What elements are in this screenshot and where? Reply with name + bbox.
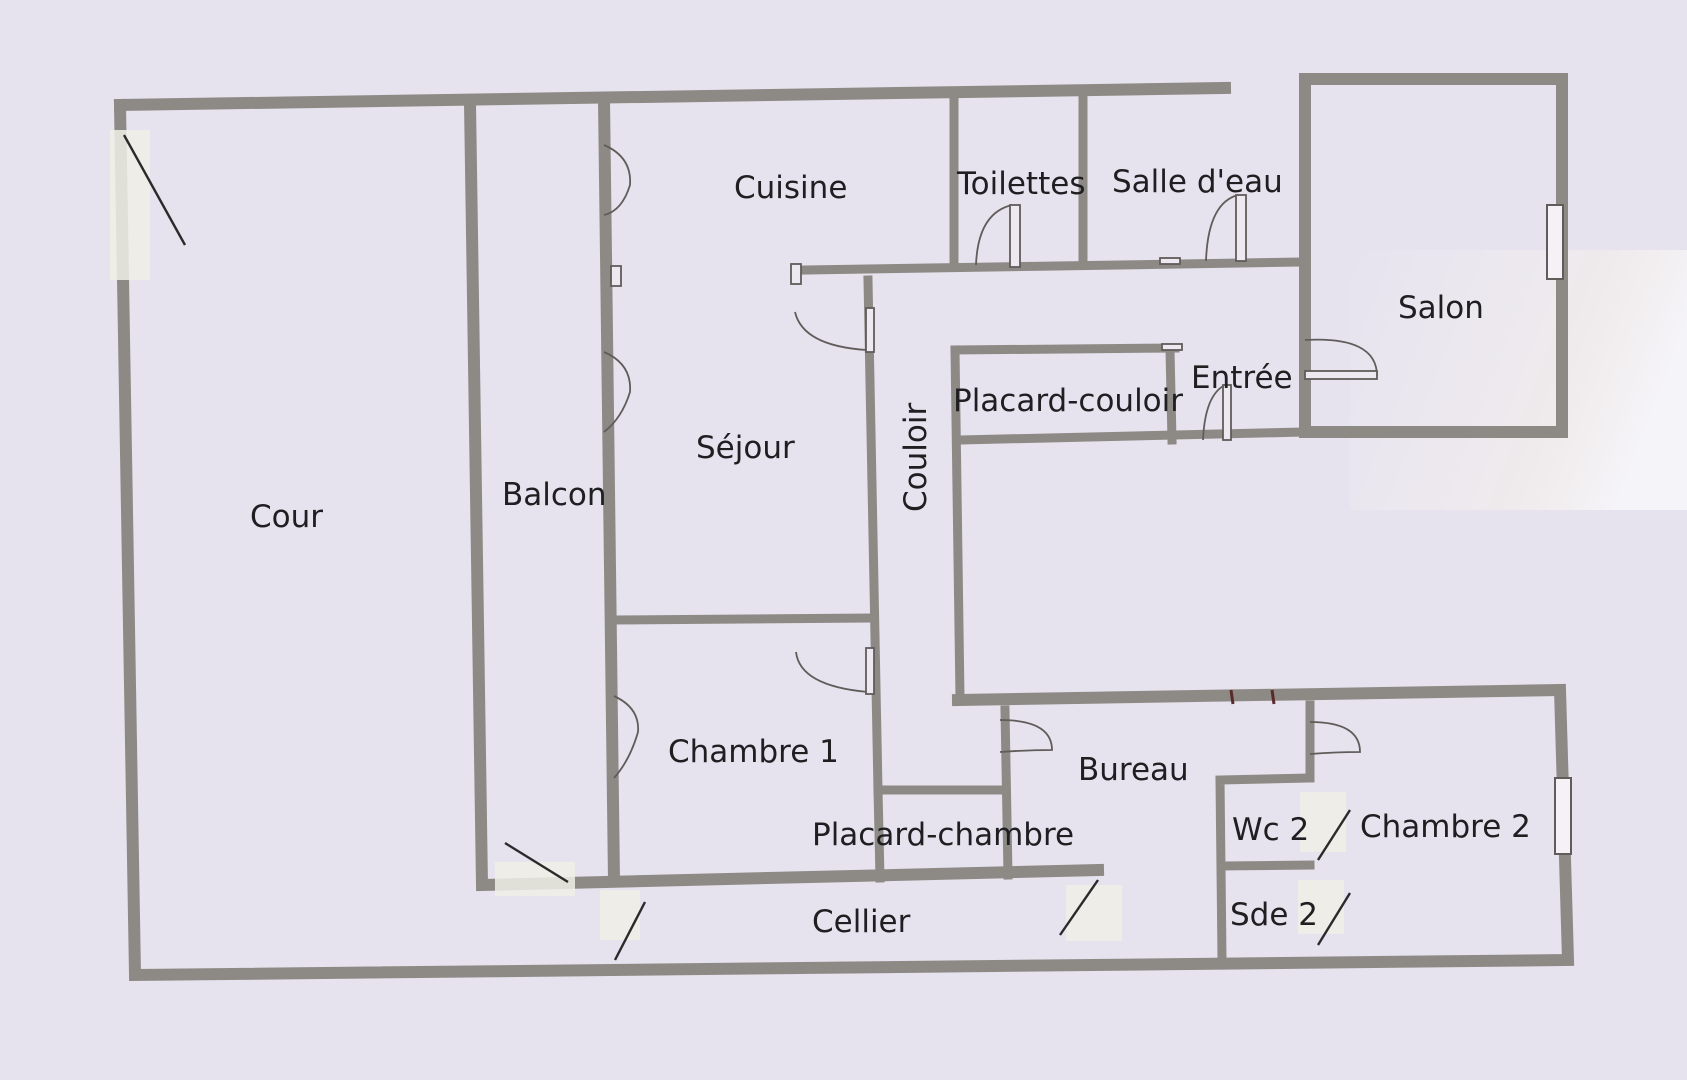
mark-cellier-left xyxy=(613,901,647,961)
label-couloir: Couloir xyxy=(898,403,934,512)
post-left xyxy=(610,265,622,287)
label-wc2: Wc 2 xyxy=(1232,812,1309,848)
window-chambre2 xyxy=(1554,777,1572,855)
label-chambre1: Chambre 1 xyxy=(668,734,839,770)
label-bureau: Bureau xyxy=(1078,752,1189,788)
wall-couloir-top xyxy=(800,257,1310,275)
door-sejour-couloir xyxy=(794,311,868,351)
label-sde2: Sde 2 xyxy=(1230,897,1318,933)
door-stop-2 xyxy=(1159,257,1181,265)
door-chambre1-balcon xyxy=(613,695,639,779)
diagonal-marks xyxy=(122,134,1352,961)
door-chambre2 xyxy=(1309,721,1361,755)
wall-placard-couloir-bottom xyxy=(955,427,1310,445)
tape-patches xyxy=(110,130,1346,941)
door-bureau xyxy=(999,719,1053,753)
patch-sde2 xyxy=(1298,880,1344,934)
label-entree: Entrée xyxy=(1191,360,1293,396)
label-placard-chambre: Placard-chambre xyxy=(812,817,1074,853)
wall-placard-chambre-right xyxy=(1000,705,1013,880)
wall-top-left xyxy=(113,81,1232,112)
door-chambre1 xyxy=(795,651,869,693)
door-leaf-placard-couloir xyxy=(1222,384,1232,441)
light-glare xyxy=(1350,250,1687,510)
door-leaf-toilettes xyxy=(1009,204,1021,268)
patch-wc2 xyxy=(1300,792,1346,852)
wall-sejour-left xyxy=(597,93,621,887)
wall-couloir-left xyxy=(863,275,1008,795)
wall-placard-couloir-right xyxy=(1165,345,1177,445)
mark-cellier-right xyxy=(1059,879,1099,936)
door-sejour-balcon xyxy=(603,351,631,433)
label-cour: Cour xyxy=(250,499,323,535)
walls xyxy=(113,73,1575,982)
wall-placard-couloir-top xyxy=(950,343,1180,355)
mark-balcon xyxy=(504,841,569,884)
mark-wc2 xyxy=(1316,809,1352,861)
wall-placard-chambre-left xyxy=(873,785,885,883)
label-salon: Salon xyxy=(1398,290,1484,326)
door-leaf-chambre1 xyxy=(865,647,875,695)
label-toilettes: Toilettes xyxy=(956,166,1085,202)
door-leaf-sejour xyxy=(865,307,875,353)
patch-cellier-left xyxy=(600,890,640,940)
room-labels: Cour Balcon Cuisine Toilettes Salle d'ea… xyxy=(250,164,1531,940)
wall-sejour-bottom xyxy=(609,613,873,625)
label-chambre2: Chambre 2 xyxy=(1360,809,1531,845)
wall-balcon-left xyxy=(463,96,1105,892)
door-cuisine-balcon xyxy=(603,144,631,216)
post-right xyxy=(790,263,802,285)
label-placard-couloir: Placard-couloir xyxy=(953,383,1183,419)
door-placard-couloir xyxy=(1202,384,1226,441)
door-toilettes xyxy=(975,204,1013,266)
window-salon xyxy=(1546,204,1564,280)
wall-wc2-sde2 xyxy=(1217,860,1315,871)
patch-cour xyxy=(110,130,150,280)
mark-cour xyxy=(122,134,187,246)
door-leaf-salon xyxy=(1304,370,1378,380)
wall-couloir-right xyxy=(950,345,965,703)
mark-bureau-1 xyxy=(1229,689,1235,705)
wall-outer-bottom xyxy=(113,98,1575,982)
label-cuisine: Cuisine xyxy=(734,170,847,206)
label-balcon: Balcon xyxy=(502,477,607,513)
mark-sde2 xyxy=(1316,892,1352,946)
label-sejour: Séjour xyxy=(696,430,795,466)
door-stop-1 xyxy=(1161,343,1183,351)
door-leaf-salle-deau xyxy=(1235,194,1247,262)
mark-bureau-2 xyxy=(1270,689,1276,705)
door-salon xyxy=(1304,338,1378,377)
doors xyxy=(603,144,1378,779)
door-salle-deau xyxy=(1205,194,1239,262)
label-cellier: Cellier xyxy=(812,904,911,940)
label-salle-deau: Salle d'eau xyxy=(1112,164,1283,200)
